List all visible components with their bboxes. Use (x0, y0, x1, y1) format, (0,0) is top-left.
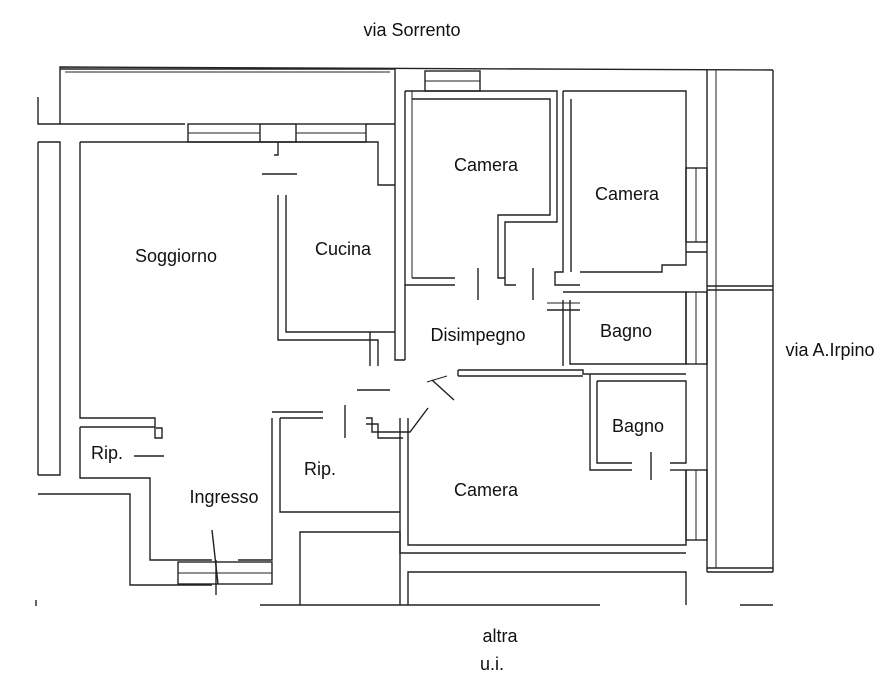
street-label-south-line2: u.i. (479, 654, 505, 674)
room-label-soggiorno: Soggiorno (134, 246, 218, 266)
room-label-cucina: Cucina (314, 239, 372, 259)
street-label-north: via Sorrento (363, 20, 461, 40)
room-label-bagno-upper: Bagno (599, 321, 653, 341)
west-exterior-wall (35, 97, 212, 606)
room-label-disimpegno: Disimpegno (430, 325, 526, 345)
room-label-bagno-lower: Bagno (611, 416, 665, 436)
cucina-walls (285, 185, 396, 366)
rip-center-walls (238, 411, 400, 561)
east-balcony (685, 70, 774, 606)
street-label-south-line1: altra (482, 626, 518, 646)
room-label-rip-center: Rip. (303, 459, 337, 479)
street-label-east: via A.Irpino (785, 340, 875, 360)
south-neighbour-walls (260, 531, 687, 606)
north-balcony (59, 66, 774, 185)
room-label-ingresso: Ingresso (189, 487, 259, 507)
camera-nw-walls (404, 90, 558, 286)
bagno-lower-walls (589, 374, 687, 480)
room-label-camera-nw: Camera (453, 155, 519, 175)
room-label-rip-left: Rip. (90, 443, 124, 463)
bagno-upper-walls (547, 291, 687, 366)
room-label-camera-ne: Camera (594, 184, 660, 204)
ingresso-walls (79, 427, 273, 595)
soggiorno-walls (79, 141, 395, 439)
room-label-camera-south: Camera (453, 480, 519, 500)
north-windows (187, 70, 481, 143)
disimpegno-walls (357, 268, 686, 401)
